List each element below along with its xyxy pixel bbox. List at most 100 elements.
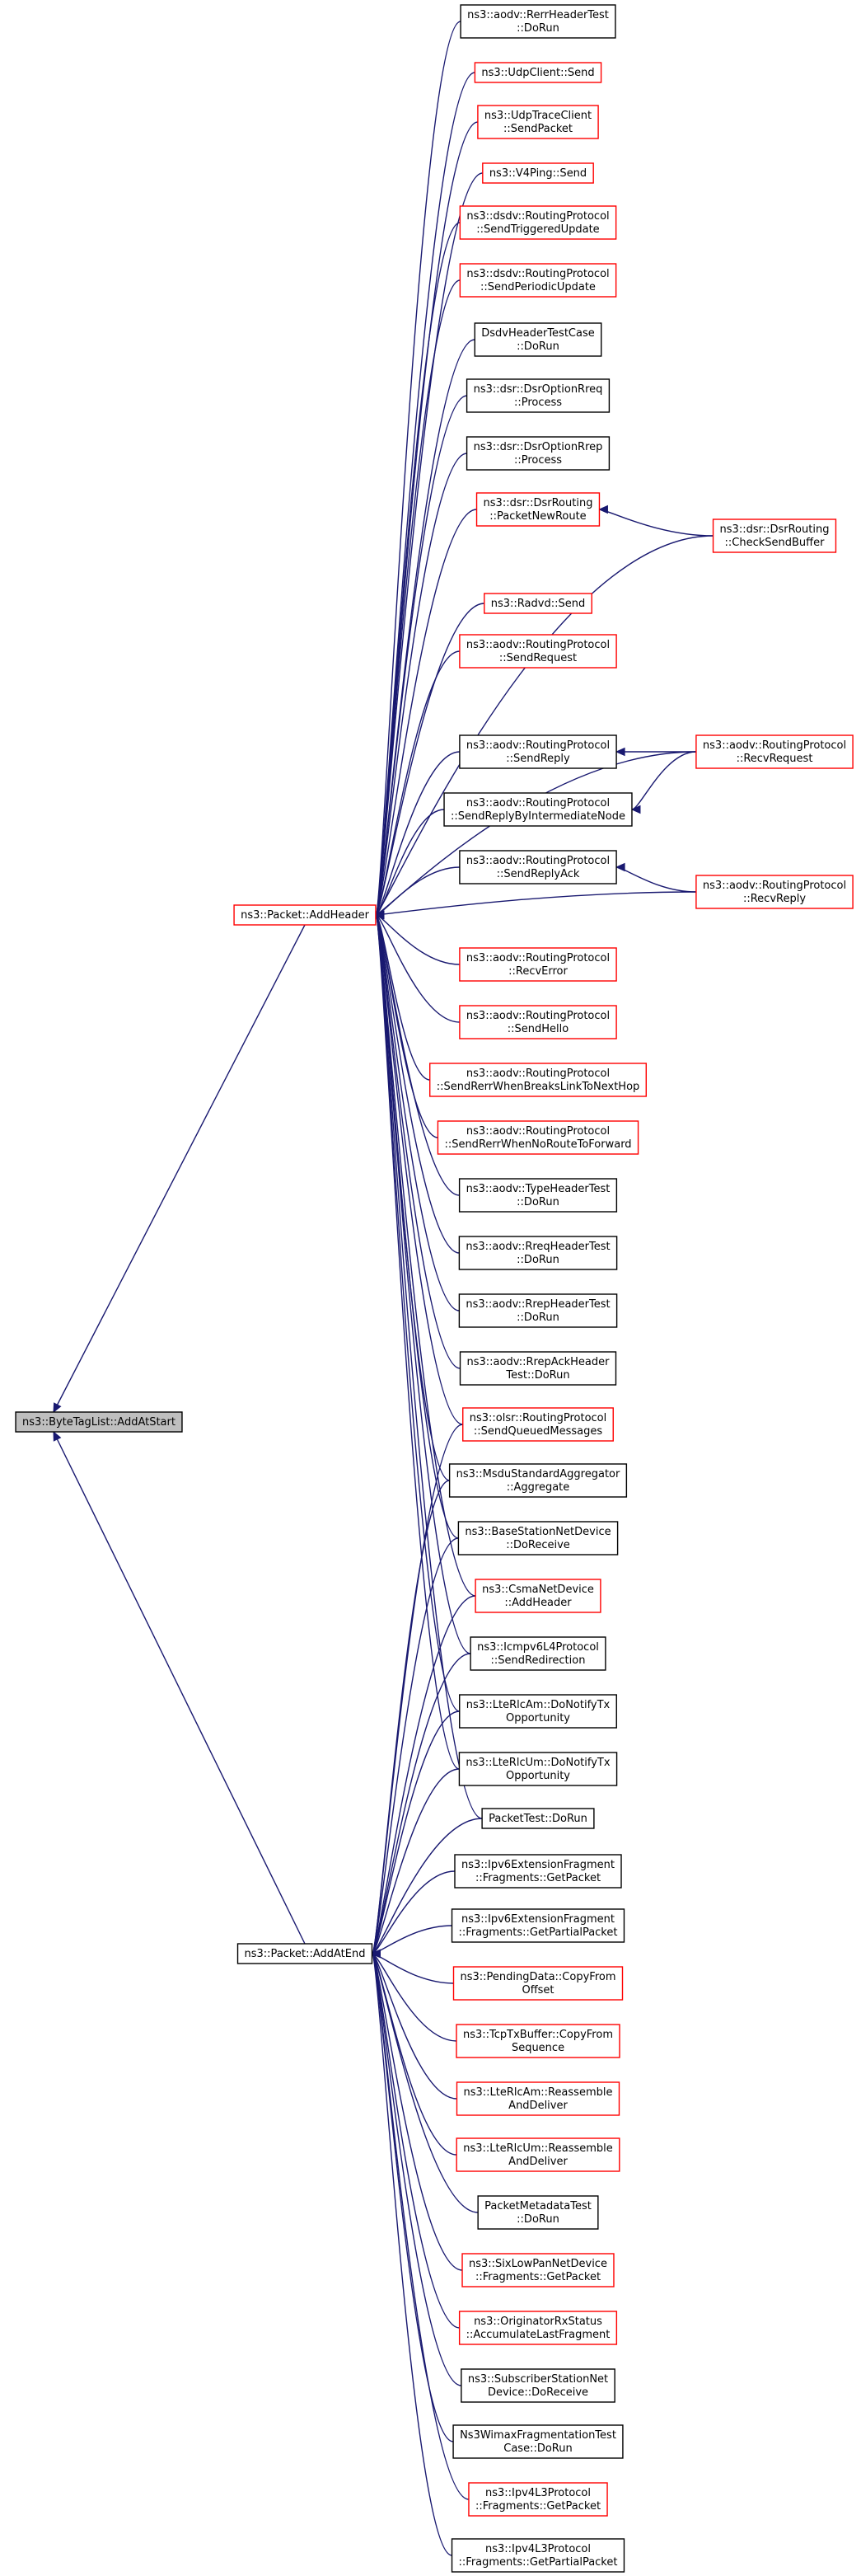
node-box — [460, 4, 616, 39]
node-label: ::SendQueuedMessages — [474, 1425, 602, 1438]
node-label: ns3::aodv::RoutingProtocol — [466, 797, 610, 809]
node-e1[interactable]: ns3::Ipv6ExtensionFragment::Fragments::G… — [454, 1854, 622, 1889]
node-h1[interactable]: ns3::aodv::RerrHeaderTest::DoRun — [460, 4, 616, 39]
node-h20[interactable]: ns3::aodv::TypeHeaderTest::DoRun — [458, 1178, 618, 1213]
node-h6[interactable]: ns3::dsdv::RoutingProtocol::SendPeriodic… — [459, 263, 617, 298]
node-h10b[interactable]: ns3::dsr::DsrRouting::CheckSendBuffer — [712, 518, 837, 553]
node-h2[interactable]: ns3::UdpClient::Send — [474, 62, 602, 83]
node-label: Test::DoRun — [505, 1369, 569, 1382]
node-label: ::DoRun — [517, 1196, 559, 1208]
node-label: ns3::dsdv::RoutingProtocol — [466, 268, 609, 280]
edge-e9-to-addatend — [371, 1949, 460, 2329]
node-h7[interactable]: DsdvHeaderTestCase::DoRun — [474, 322, 602, 357]
node-root[interactable]: ns3::ByteTagList::AddAtStart — [15, 1411, 183, 1433]
node-h9[interactable]: ns3::dsr::DsrOptionRrep::Process — [466, 436, 611, 471]
node-box — [457, 1521, 619, 1555]
node-h14[interactable]: ns3::aodv::RoutingProtocol::SendReplyByI… — [443, 792, 633, 827]
node-h18[interactable]: ns3::aodv::RoutingProtocol::SendRerrWhen… — [429, 1063, 647, 1097]
node-h13[interactable]: ns3::aodv::RoutingProtocol::SendReply — [459, 734, 617, 769]
node-box — [443, 792, 633, 827]
edge-h13b-to-addheader — [374, 751, 696, 920]
node-h17[interactable]: ns3::aodv::RoutingProtocol::SendHello — [459, 1005, 617, 1039]
node-box — [456, 2024, 620, 2058]
node-label: ns3::LteRlcAm::DoNotifyTx — [466, 1699, 611, 1711]
node-label: AndDeliver — [508, 2156, 568, 2168]
node-label: ns3::UdpClient::Send — [481, 67, 594, 79]
edge-e1-to-addatend — [371, 1870, 455, 1959]
node-box — [459, 850, 617, 884]
node-h21[interactable]: ns3::aodv::RreqHeaderTest::DoRun — [458, 1236, 618, 1270]
node-e10[interactable]: ns3::SubscriberStationNetDevice::DoRecei… — [461, 2368, 615, 2403]
node-label: ns3::Packet::AddHeader — [241, 909, 369, 922]
node-h13b[interactable]: ns3::aodv::RoutingProtocol::RecvRequest — [695, 734, 854, 769]
node-box — [454, 1854, 622, 1889]
node-label: ns3::LteRlcUm::DoNotifyTx — [466, 1757, 610, 1769]
node-box — [468, 2482, 608, 2517]
node-s2[interactable]: ns3::BaseStationNetDevice::DoReceive — [457, 1521, 619, 1555]
node-s4[interactable]: ns3::Icmpv6L4Protocol::SendRedirection — [470, 1636, 606, 1671]
node-addheader[interactable]: ns3::Packet::AddHeader — [233, 904, 377, 926]
node-e9[interactable]: ns3::OriginatorRxStatus::AccumulateLastF… — [458, 2311, 618, 2345]
node-s1[interactable]: ns3::MsduStandardAggregator::Aggregate — [448, 1463, 628, 1498]
node-e12[interactable]: ns3::Ipv4L3Protocol::Fragments::GetPacke… — [468, 2482, 608, 2517]
node-label: ::SendTriggeredUpdate — [476, 223, 599, 236]
node-s7[interactable]: PacketTest::DoRun — [481, 1808, 595, 1829]
node-label: ns3::aodv::RoutingProtocol — [466, 639, 610, 651]
node-box — [459, 263, 617, 298]
node-h10[interactable]: ns3::dsr::DsrRouting::PacketNewRoute — [475, 492, 601, 527]
node-h5[interactable]: ns3::dsdv::RoutingProtocol::SendTriggere… — [459, 205, 617, 240]
node-e13[interactable]: ns3::Ipv4L3Protocol::Fragments::GetParti… — [451, 2538, 625, 2573]
node-h15[interactable]: ns3::aodv::RoutingProtocol::SendReplyAck — [459, 850, 617, 884]
node-label: ::Process — [514, 454, 562, 467]
node-box — [429, 1063, 647, 1097]
node-label: ns3::aodv::RoutingProtocol — [703, 880, 846, 892]
node-box — [695, 875, 854, 909]
node-box — [462, 1407, 614, 1442]
node-box — [458, 1752, 618, 1786]
node-label: ns3::aodv::RoutingProtocol — [466, 1010, 610, 1022]
edge-s5-to-addatend — [371, 1710, 460, 1959]
node-label: ::PacketNewRoute — [489, 510, 586, 523]
node-label: ns3::LteRlcAm::Reassemble — [464, 2086, 613, 2099]
node-h22[interactable]: ns3::aodv::RrepHeaderTest::DoRun — [458, 1293, 618, 1328]
node-h8[interactable]: ns3::dsr::DsrOptionRreq::Process — [466, 378, 611, 413]
node-label: ns3::Icmpv6L4Protocol — [477, 1641, 599, 1654]
node-h11[interactable]: ns3::Radvd::Send — [484, 593, 592, 614]
node-label: ns3::SixLowPanNetDevice — [469, 2258, 607, 2270]
node-box — [484, 593, 592, 614]
node-box — [458, 1236, 618, 1270]
node-e7[interactable]: PacketMetadataTest::DoRun — [477, 2195, 599, 2230]
node-label: ns3::Ipv6ExtensionFragment — [461, 1859, 615, 1871]
node-h3[interactable]: ns3::UdpTraceClient::SendPacket — [477, 105, 599, 139]
node-h4[interactable]: ns3::V4Ping::Send — [482, 162, 594, 184]
node-label: ns3::aodv::RoutingProtocol — [703, 739, 846, 752]
node-h24[interactable]: ns3::olsr::RoutingProtocol::SendQueuedMe… — [462, 1407, 614, 1442]
node-box — [481, 1808, 595, 1829]
node-e8[interactable]: ns3::SixLowPanNetDevice::Fragments::GetP… — [461, 2253, 615, 2287]
edge-h16-to-addheader — [374, 910, 460, 965]
node-label: ns3::UdpTraceClient — [484, 110, 592, 122]
node-h16[interactable]: ns3::aodv::RoutingProtocol::RecvError — [459, 947, 617, 982]
node-label: ns3::Ipv4L3Protocol — [485, 2487, 591, 2499]
node-label: ::DoRun — [517, 340, 559, 353]
node-label: ns3::dsr::DsrOptionRrep — [474, 441, 603, 453]
node-label: ::DoRun — [517, 1254, 559, 1266]
node-h19[interactable]: ns3::aodv::RoutingProtocol::SendRerrWhen… — [437, 1120, 639, 1155]
node-box — [452, 1966, 624, 2001]
node-addatend[interactable]: ns3::Packet::AddAtEnd — [236, 1943, 373, 1964]
node-s3[interactable]: ns3::CsmaNetDevice::AddHeader — [475, 1579, 601, 1613]
edge-e2-to-addatend — [371, 1925, 452, 1959]
node-e2[interactable]: ns3::Ipv6ExtensionFragment::Fragments::G… — [451, 1908, 625, 1943]
node-h12[interactable]: ns3::aodv::RoutingProtocol::SendRequest — [459, 634, 617, 669]
node-h15b[interactable]: ns3::aodv::RoutingProtocol::RecvReply — [695, 875, 854, 909]
node-label: Ns3WimaxFragmentationTest — [460, 2429, 616, 2442]
